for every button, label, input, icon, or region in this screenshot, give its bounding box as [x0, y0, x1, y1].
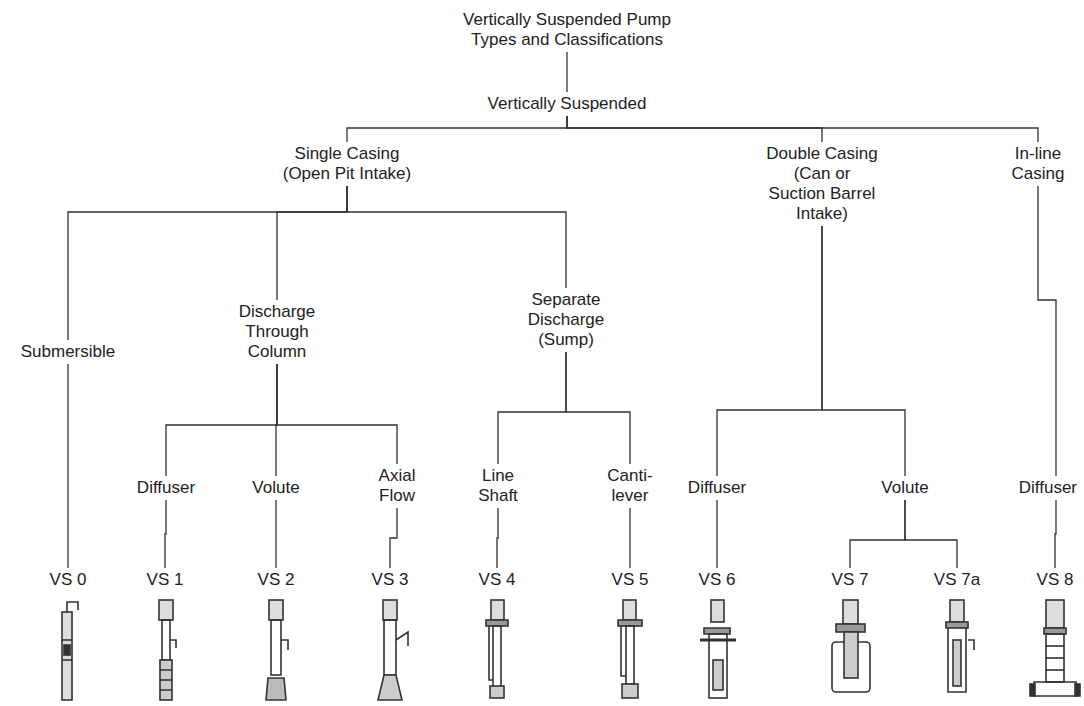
- class-label: Axial Flow: [369, 464, 425, 508]
- type-code: VS 6: [696, 568, 739, 592]
- group-label: Single Casing (Open Pit Intake): [272, 142, 422, 186]
- node-text: Vertically Suspended: [488, 94, 647, 114]
- pump-illustration: [62, 600, 1080, 700]
- node-text: Volute: [881, 478, 928, 498]
- class-label: Diffuser: [134, 476, 198, 500]
- type-code: VS 4: [476, 568, 519, 592]
- group-label: In-line Casing: [1001, 142, 1075, 186]
- tree-connector: [717, 226, 822, 476]
- tree-connector: [1055, 500, 1056, 568]
- node-text: Diffuser: [137, 478, 195, 498]
- type-code: VS 5: [609, 568, 652, 592]
- tree-connector: [390, 508, 397, 568]
- class-label: Line Shaft: [472, 464, 524, 508]
- node-text: Diffuser: [688, 478, 746, 498]
- tree-connector: [905, 500, 957, 568]
- node-text: Diffuser: [1019, 478, 1077, 498]
- node-text: Volute: [252, 478, 299, 498]
- node-text: Submersible: [21, 342, 116, 362]
- tree-connector: [497, 508, 498, 568]
- node-text: Canti- lever: [603, 466, 657, 506]
- tree-connector: [347, 186, 566, 288]
- tree-connector: [566, 352, 630, 464]
- type-code: VS 3: [369, 568, 412, 592]
- node-text: Double Casing (Can or Suction Barrel Int…: [766, 144, 878, 224]
- type-code: VS 8: [1034, 568, 1077, 592]
- tree-connector: [567, 116, 822, 142]
- node-text: Axial Flow: [372, 466, 422, 506]
- node-text: VS 8: [1037, 570, 1074, 590]
- type-code: VS 0: [47, 568, 90, 592]
- node-text: VS 3: [372, 570, 409, 590]
- node-text: Line Shaft: [475, 466, 521, 506]
- group-label: Double Casing (Can or Suction Barrel Int…: [763, 142, 881, 226]
- category-label: Vertically Suspended: [485, 92, 650, 116]
- class-label: Separate Discharge (Sump): [519, 288, 613, 352]
- tree-connector: [566, 52, 567, 92]
- class-label: Volute: [249, 476, 302, 500]
- tree-connector: [629, 508, 630, 568]
- tree-connector: [567, 116, 1038, 142]
- node-text: VS 7a: [934, 570, 980, 590]
- node-text: In-line Casing: [1004, 144, 1072, 184]
- tree-connector: [498, 352, 566, 464]
- class-label: Canti- lever: [600, 464, 660, 508]
- node-text: VS 0: [50, 570, 87, 590]
- tree-connector: [67, 364, 68, 568]
- tree-connector: [1038, 186, 1056, 476]
- type-code: VS 7: [829, 568, 872, 592]
- tree-connector: [850, 500, 905, 568]
- node-text: VS 6: [699, 570, 736, 590]
- node-text: VS 5: [612, 570, 649, 590]
- tree-connector: [716, 500, 717, 568]
- node-text: VS 1: [147, 570, 184, 590]
- class-label: Discharge Through Column: [225, 300, 329, 364]
- tree-connector: [347, 116, 567, 142]
- type-code: VS 1: [144, 568, 187, 592]
- tree-connector: [165, 500, 166, 568]
- tree-connector: [275, 500, 276, 568]
- type-code: VS 2: [255, 568, 298, 592]
- node-text: VS 4: [479, 570, 516, 590]
- node-text: Separate Discharge (Sump): [522, 290, 610, 350]
- class-label: Submersible: [18, 340, 119, 364]
- node-text: Vertically Suspended Pump Types and Clas…: [461, 10, 673, 50]
- type-code: VS 7a: [931, 568, 983, 592]
- node-text: Discharge Through Column: [228, 302, 326, 362]
- class-label: Diffuser: [685, 476, 749, 500]
- tree-connector: [822, 226, 905, 476]
- node-text: Single Casing (Open Pit Intake): [275, 144, 419, 184]
- tree-connector: [166, 364, 277, 476]
- node-text: VS 7: [832, 570, 869, 590]
- node-text: VS 2: [258, 570, 295, 590]
- title-text: Vertically Suspended Pump Types and Clas…: [458, 8, 676, 52]
- class-label: Volute: [878, 476, 931, 500]
- tree-connector: [277, 364, 397, 464]
- tree-connector: [277, 186, 347, 300]
- class-label: Diffuser: [1016, 476, 1080, 500]
